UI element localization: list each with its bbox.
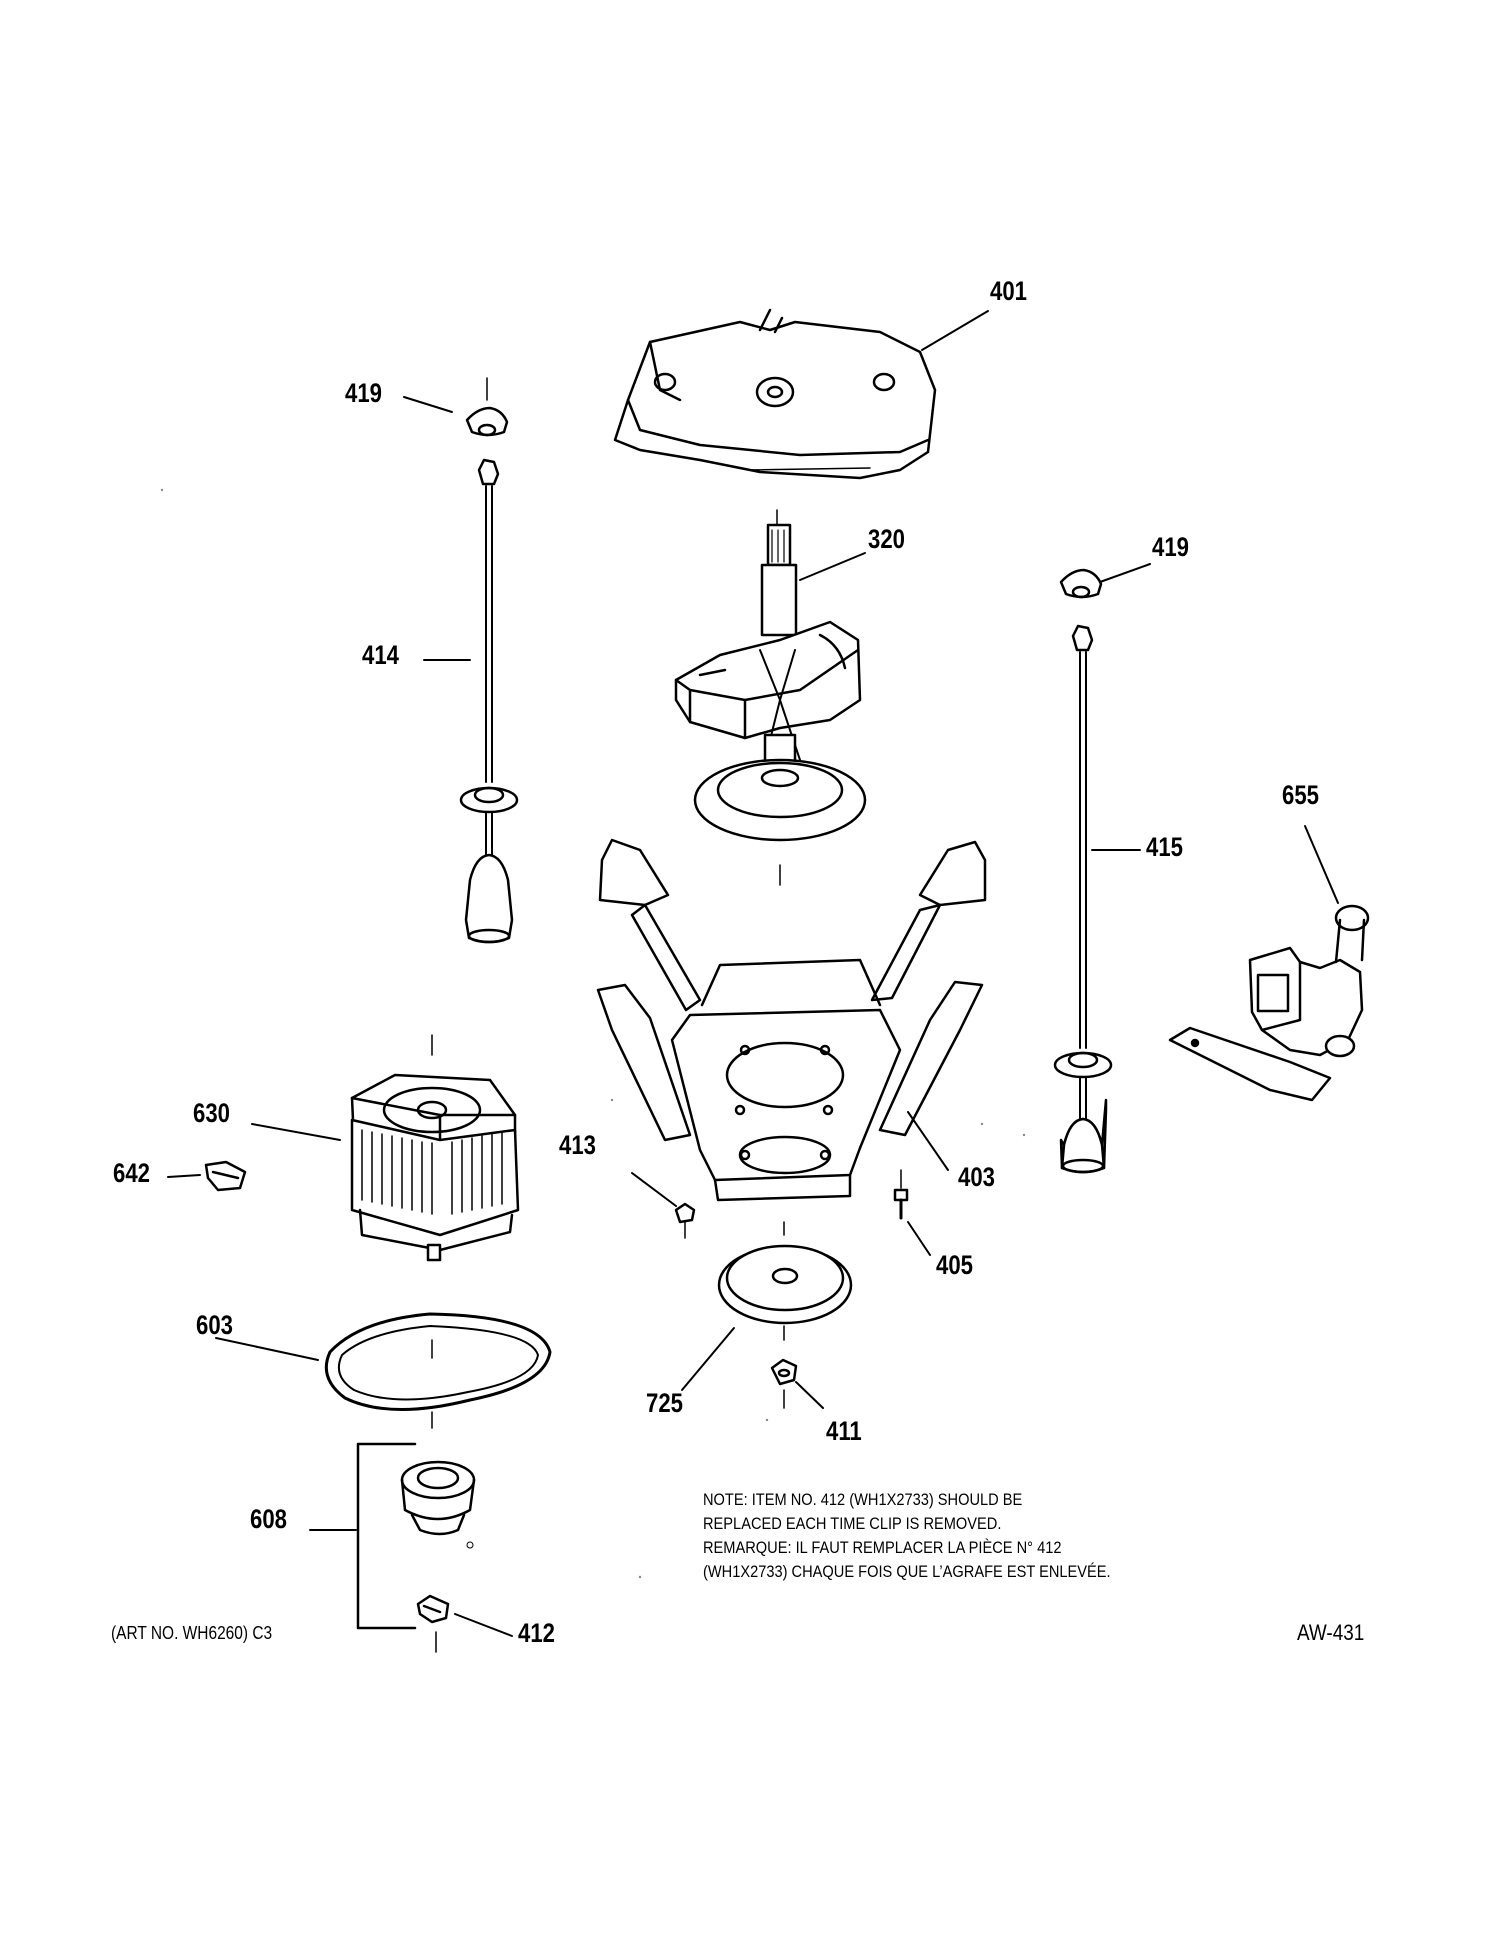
- callout-642: 642: [113, 1158, 150, 1188]
- callout-725: 725: [646, 1388, 683, 1418]
- part-412-clip: [416, 1594, 450, 1653]
- part-320-transmission: [674, 509, 867, 886]
- part-413-nut: [674, 1202, 696, 1239]
- part-642-clip: [204, 1160, 247, 1192]
- part-655-pump: [1168, 904, 1370, 1102]
- callout-419-left: 419: [345, 378, 382, 408]
- callout-320: 320: [868, 524, 905, 554]
- speckles: [160, 488, 1026, 1579]
- part-419-right-nut: [1059, 568, 1103, 599]
- callout-413: 413: [559, 1130, 596, 1160]
- part-415-suspension-rod: [1053, 624, 1113, 1174]
- part-411-nut: [770, 1358, 798, 1409]
- callout-655: 655: [1282, 780, 1319, 810]
- note-line-2: REPLACED EACH TIME CLIP IS REMOVED.: [703, 1514, 1002, 1533]
- part-630-motor: [350, 1034, 520, 1262]
- callout-412: 412: [518, 1618, 555, 1648]
- note-line-4: (WH1X2733) CHAQUE FOIS QUE L’AGRAFE EST …: [703, 1562, 1111, 1581]
- note-line-3: REMARQUE: IL FAUT REMPLACER LA PIÈCE N° …: [703, 1538, 1062, 1557]
- part-403-base: [596, 838, 987, 1202]
- part-603-belt: [324, 1312, 552, 1429]
- leader-lines: [167, 310, 1339, 1637]
- page-code: AW-431: [1297, 1620, 1365, 1645]
- part-414-suspension-rod: [459, 458, 519, 944]
- callout-414: 414: [362, 640, 399, 670]
- part-725-pulley: [717, 1221, 853, 1341]
- callout-630: 630: [193, 1098, 230, 1128]
- art-number: (ART NO. WH6260) C3: [111, 1623, 273, 1643]
- callout-603: 603: [196, 1310, 233, 1340]
- part-401-cover: [613, 308, 937, 480]
- callout-405: 405: [936, 1250, 973, 1280]
- part-419-left-nut: [465, 377, 509, 437]
- replacement-note: NOTE: ITEM NO. 412 (WH1X2733) SHOULD BE …: [703, 1488, 1111, 1584]
- part-608-motor-pulley: [400, 1460, 476, 1549]
- callout-419-right: 419: [1152, 532, 1189, 562]
- bracket-608: [356, 1442, 417, 1630]
- callout-608: 608: [250, 1504, 287, 1534]
- callout-415: 415: [1146, 832, 1183, 862]
- callout-403: 403: [958, 1162, 995, 1192]
- part-405-bolt: [893, 1169, 909, 1220]
- note-line-1: NOTE: ITEM NO. 412 (WH1X2733) SHOULD BE: [703, 1490, 1023, 1509]
- callout-411: 411: [826, 1416, 862, 1446]
- callout-401: 401: [990, 276, 1027, 306]
